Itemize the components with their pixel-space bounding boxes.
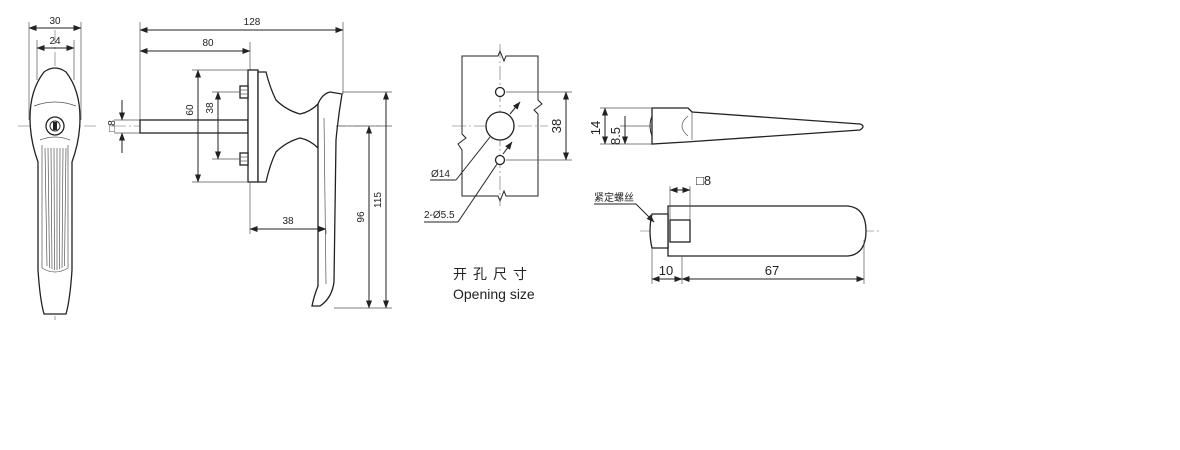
handle-bottom-profile bbox=[667, 205, 867, 257]
cutout-view: 38 Ø14 2-Ø5.5 开孔尺寸 Opening size bbox=[424, 44, 572, 302]
dim-center-hole: Ø14 bbox=[431, 169, 450, 180]
dim-top-height: 14 bbox=[588, 121, 603, 135]
dim-screw-pitch: 38 bbox=[205, 102, 216, 114]
center-hole bbox=[485, 111, 515, 141]
dim-screw-holes: 2-Ø5.5 bbox=[424, 210, 455, 221]
side-view: 128 80 □8 60 38 38 bbox=[107, 17, 392, 309]
dim-flange-height: 60 bbox=[185, 104, 196, 116]
boss bbox=[649, 213, 669, 249]
handle-body-front bbox=[29, 67, 81, 315]
housing bbox=[257, 71, 319, 183]
dim-handle-length: 67 bbox=[765, 263, 779, 278]
front-view: 30 24 bbox=[18, 16, 96, 320]
dim-total-length: 128 bbox=[244, 17, 261, 28]
handle-top-profile bbox=[651, 107, 864, 145]
dim-flange-offset: 80 bbox=[202, 38, 214, 49]
top-view: 14 8.5 bbox=[588, 107, 864, 145]
l-lever bbox=[311, 91, 343, 307]
grip-ribs bbox=[44, 147, 67, 271]
flange-plate bbox=[247, 69, 259, 183]
dim-handle-reach: 38 bbox=[282, 216, 294, 227]
dim-width-outer: 30 bbox=[49, 16, 61, 27]
dim-bottom-square: □8 bbox=[696, 173, 711, 188]
screw-hole-top bbox=[494, 86, 506, 98]
bottom-view: 紧定螺丝 □8 10 67 bbox=[594, 173, 880, 284]
dim-width-inner: 24 bbox=[49, 36, 61, 47]
dim-handle-drop: 96 bbox=[356, 211, 367, 223]
panel-outline bbox=[457, 49, 543, 203]
dim-boss-length: 10 bbox=[659, 263, 673, 278]
dim-shaft-square: □8 bbox=[107, 120, 118, 132]
screw-hole-bottom bbox=[494, 154, 506, 166]
square-socket bbox=[669, 219, 691, 243]
mounting-screw-bottom bbox=[239, 152, 249, 166]
square-shaft bbox=[139, 119, 249, 134]
dim-top-half-height: 8.5 bbox=[608, 127, 623, 145]
caption-opening-size-en: Opening size bbox=[453, 286, 535, 302]
mounting-screw-top bbox=[239, 85, 249, 99]
caption-opening-size-cn: 开孔尺寸 bbox=[453, 266, 533, 282]
dim-hole-pitch: 38 bbox=[549, 119, 564, 133]
set-screw-label: 紧定螺丝 bbox=[594, 191, 634, 204]
dim-total-height: 115 bbox=[373, 192, 384, 208]
